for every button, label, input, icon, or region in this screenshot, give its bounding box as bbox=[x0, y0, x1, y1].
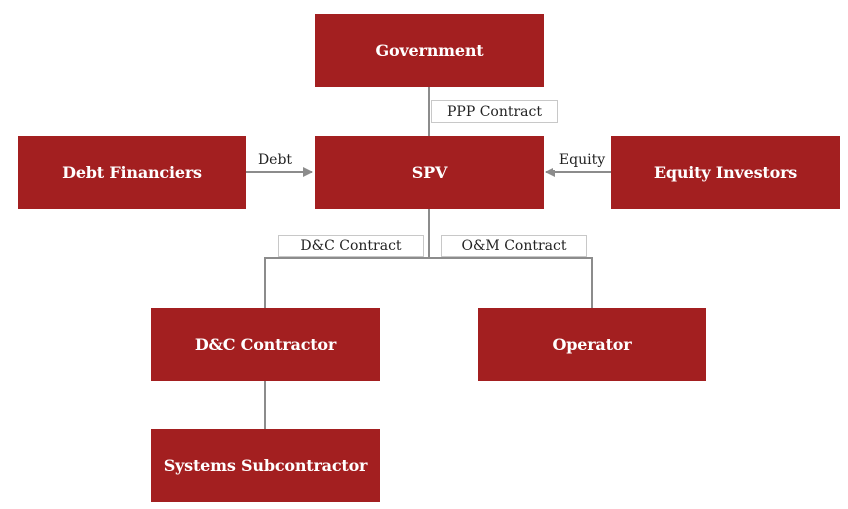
node-spv: SPV bbox=[315, 136, 544, 209]
node-equity-investors: Equity Investors bbox=[611, 136, 840, 209]
node-operator: Operator bbox=[478, 308, 706, 381]
node-systems-subcontractor: Systems Subcontractor bbox=[151, 429, 380, 502]
label-om-contract: O&M Contract bbox=[441, 235, 587, 257]
node-debt-financiers: Debt Financiers bbox=[18, 136, 246, 209]
label-dc-contract: D&C Contract bbox=[278, 235, 424, 257]
label-ppp-contract: PPP Contract bbox=[431, 100, 558, 123]
node-dc-contractor: D&C Contractor bbox=[151, 308, 380, 381]
node-government: Government bbox=[315, 14, 544, 87]
label-debt: Debt bbox=[249, 150, 301, 170]
label-equity: Equity bbox=[553, 150, 611, 170]
